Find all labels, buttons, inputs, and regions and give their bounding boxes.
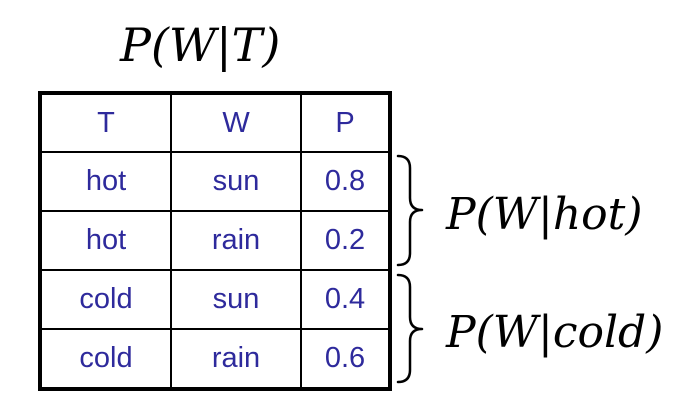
- header-row: T W P: [39, 92, 391, 153]
- probability-table: T W P hot sun 0.8 hot rain 0.2 cold sun …: [38, 91, 392, 391]
- cell-p: 0.6: [300, 328, 391, 390]
- cell-w: sun: [170, 151, 302, 212]
- cell-w: rain: [170, 328, 302, 390]
- cell-w: sun: [170, 269, 302, 330]
- table-row: hot rain 0.2: [39, 210, 391, 271]
- table-row: cold rain 0.6: [39, 328, 391, 390]
- cell-p: 0.8: [300, 151, 391, 212]
- cold-group-label: P(W|cold): [446, 307, 664, 358]
- header-cell-w: W: [170, 92, 302, 153]
- cell-t: cold: [39, 269, 172, 330]
- header-cell-t: T: [39, 92, 172, 153]
- cell-w: rain: [170, 210, 302, 271]
- cell-t: hot: [39, 151, 172, 212]
- cell-t: cold: [39, 328, 172, 390]
- cell-p: 0.2: [300, 210, 391, 271]
- header-cell-p: P: [300, 92, 391, 153]
- table-row: hot sun 0.8: [39, 151, 391, 212]
- hot-group-label: P(W|hot): [446, 189, 643, 240]
- cold-group-brace: [396, 273, 424, 384]
- cell-p: 0.4: [300, 269, 391, 330]
- table-row: cold sun 0.4: [39, 269, 391, 330]
- hot-group-brace: [396, 154, 424, 267]
- table-title: P(W|T): [120, 18, 281, 72]
- cell-t: hot: [39, 210, 172, 271]
